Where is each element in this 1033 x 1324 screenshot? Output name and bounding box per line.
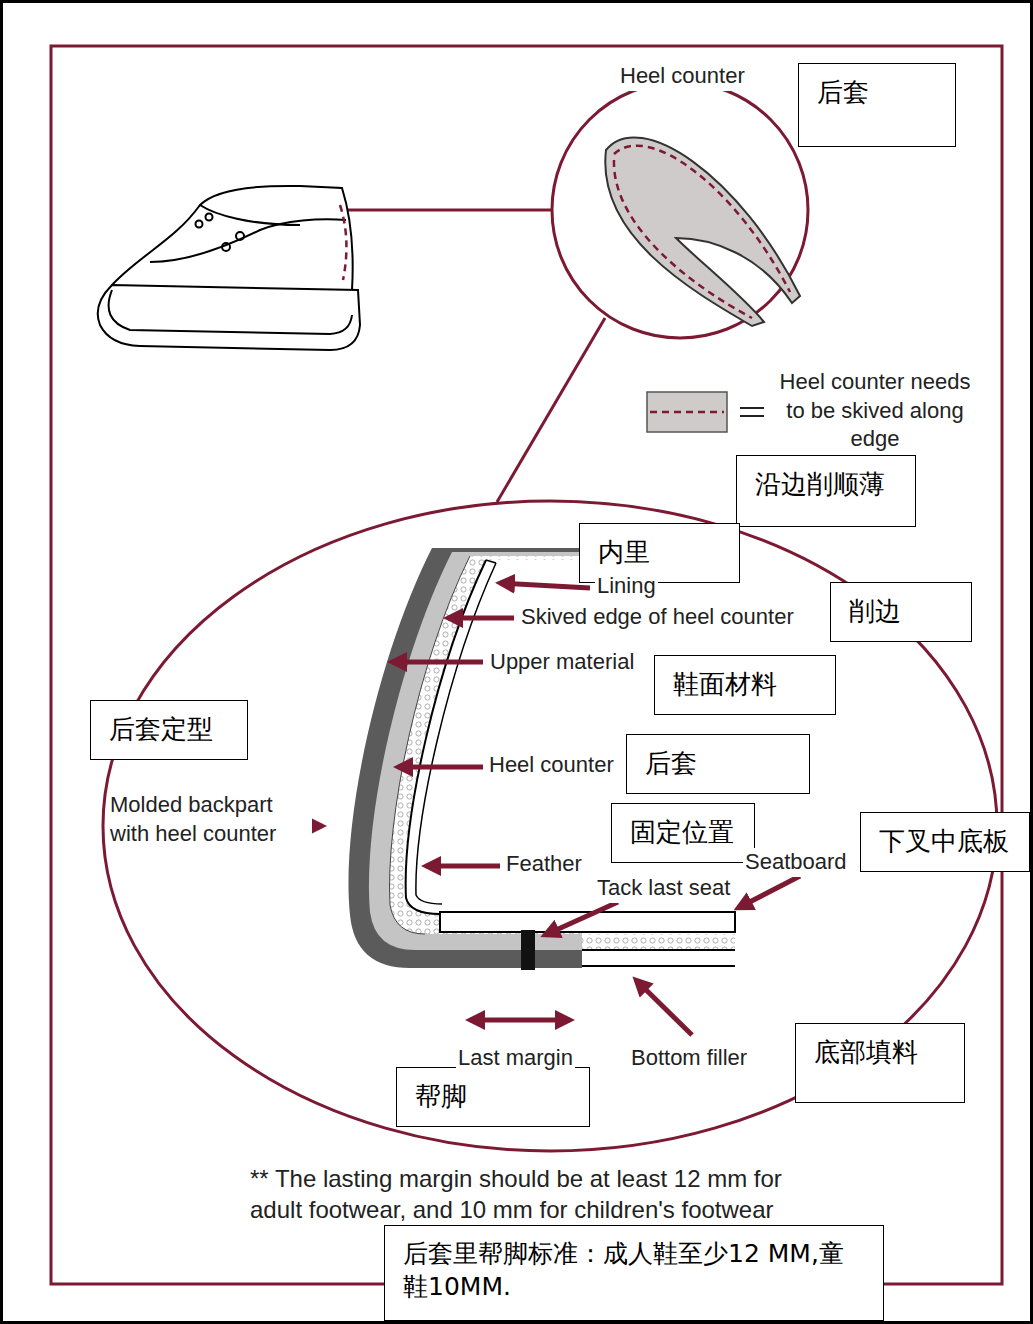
box-text: 削边 bbox=[849, 595, 901, 629]
label-box: 下叉中底板 bbox=[860, 812, 1030, 872]
box-text: 固定位置 bbox=[630, 816, 734, 850]
part-label: Upper material bbox=[488, 648, 636, 677]
box-text: 后套 bbox=[817, 76, 869, 110]
heel-counter-shape bbox=[605, 137, 800, 326]
label-box: 固定位置 bbox=[611, 803, 755, 863]
skive-line bbox=[614, 146, 790, 318]
part-label: Molded backpart with heel counter bbox=[108, 791, 312, 848]
label-box: 帮脚 bbox=[396, 1067, 590, 1127]
leader-arrows bbox=[298, 583, 800, 1035]
legend-text: Heel counter needs to be skived along ed… bbox=[768, 368, 982, 454]
box-text: 鞋面材料 bbox=[673, 668, 777, 702]
legend-swatch bbox=[647, 392, 727, 432]
box-text: 内里 bbox=[598, 536, 650, 570]
label-box: 后套里帮脚标准：成人鞋至少12 MM,童鞋10MM. bbox=[384, 1225, 884, 1321]
label-box: 后套 bbox=[798, 63, 956, 147]
box-text: 沿边削顺薄 bbox=[755, 468, 885, 502]
box-text: 下叉中底板 bbox=[879, 825, 1009, 859]
label-box: 后套定型 bbox=[90, 700, 248, 760]
part-label: Feather bbox=[504, 850, 584, 879]
equals-sign bbox=[740, 407, 764, 409]
part-label: ** The lasting margin should be at least… bbox=[248, 1163, 817, 1225]
part-label: Tack last seat bbox=[595, 874, 732, 903]
part-label: Skived edge of heel counter bbox=[519, 603, 796, 632]
part-label: Heel counter bbox=[487, 751, 616, 780]
part-label: Heel counter bbox=[618, 62, 747, 91]
zoom-line bbox=[345, 209, 553, 212]
label-box: 沿边削顺薄 bbox=[736, 455, 916, 527]
box-text: 后套 bbox=[645, 747, 697, 781]
part-label: Seatboard bbox=[743, 848, 849, 877]
part-label: Last margin bbox=[456, 1044, 575, 1073]
label-box: 削边 bbox=[830, 582, 972, 642]
box-text: 帮脚 bbox=[415, 1080, 467, 1114]
zoom-circle bbox=[552, 82, 808, 338]
label-box: 底部填料 bbox=[795, 1023, 965, 1103]
box-text: 后套定型 bbox=[109, 713, 213, 747]
box-text: 后套里帮脚标准：成人鞋至少12 MM,童鞋10MM. bbox=[403, 1238, 865, 1303]
box-text: 底部填料 bbox=[814, 1036, 918, 1070]
part-label: Lining bbox=[595, 572, 658, 601]
equals-sign bbox=[740, 415, 764, 417]
zoom-line bbox=[497, 318, 605, 502]
legend-swatch-line bbox=[650, 411, 724, 414]
inner-frame bbox=[51, 46, 1002, 1284]
label-box: 鞋面材料 bbox=[654, 655, 836, 715]
part-label: Bottom filler bbox=[629, 1044, 749, 1073]
label-box: 后套 bbox=[626, 734, 810, 794]
shoe-drawing bbox=[98, 186, 360, 350]
